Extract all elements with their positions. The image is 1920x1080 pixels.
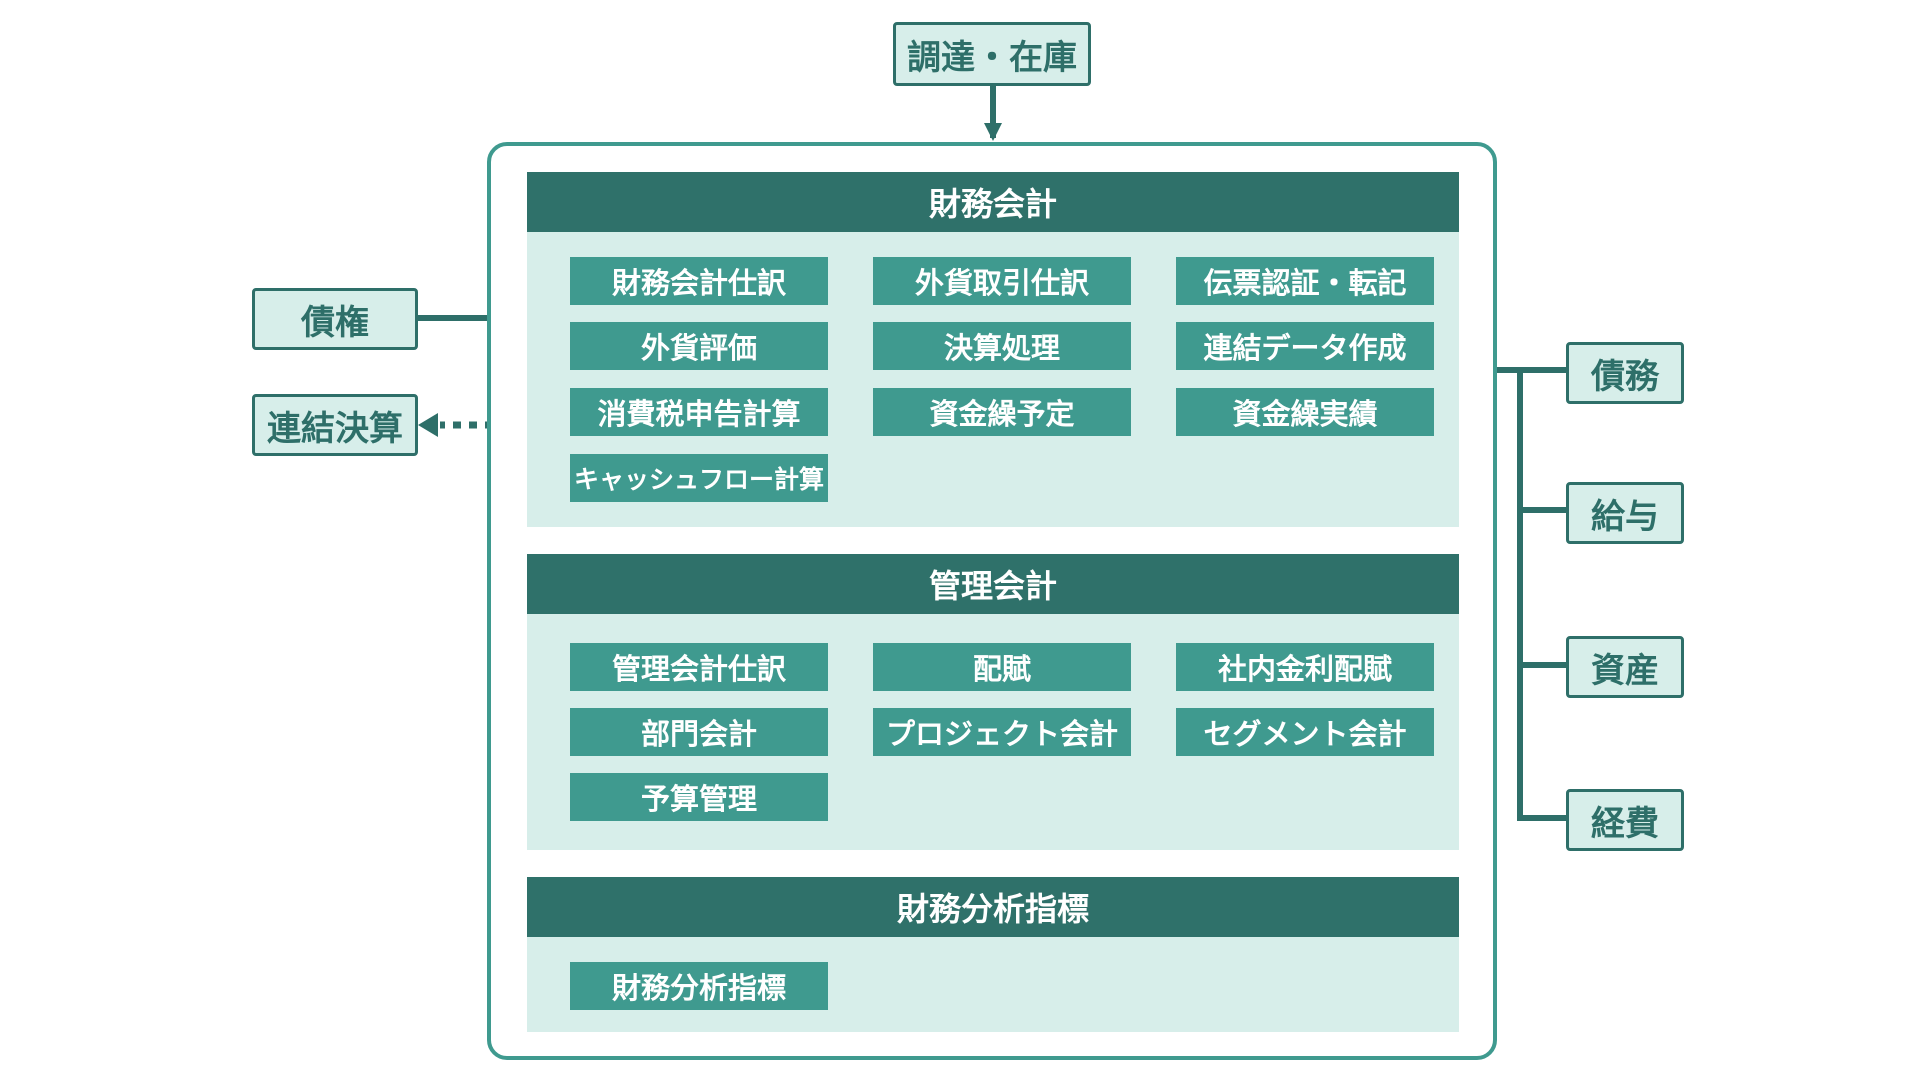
management-item: セグメント会計	[1176, 708, 1434, 756]
financial-item: 資金繰予定	[873, 388, 1131, 436]
financial-item: 消費税申告計算	[570, 388, 828, 436]
consolidation-box: 連結決算	[252, 394, 418, 456]
consolidation-arrowhead	[418, 413, 438, 437]
management-item: 部門会計	[570, 708, 828, 756]
analysis-item: 財務分析指標	[570, 962, 828, 1010]
financial-item: 外貨取引仕訳	[873, 257, 1131, 305]
financial-item: 連結データ作成	[1176, 322, 1434, 370]
receivables-box: 債権	[252, 288, 418, 350]
financial-section-title: 財務会計	[527, 172, 1459, 232]
financial-item: 決算処理	[873, 322, 1131, 370]
financial-item: 財務会計仕訳	[570, 257, 828, 305]
management-item: 管理会計仕訳	[570, 643, 828, 691]
financial-item: 資金繰実績	[1176, 388, 1434, 436]
management-item: 配賦	[873, 643, 1131, 691]
financial-item: 外貨評価	[570, 322, 828, 370]
financial-item: キャッシュフロー計算	[570, 454, 828, 502]
payables-box: 債務	[1566, 342, 1684, 404]
management-item: プロジェクト会計	[873, 708, 1131, 756]
analysis-section-title: 財務分析指標	[527, 877, 1459, 937]
procurement-box: 調達・在庫	[893, 22, 1091, 86]
assets-box: 資産	[1566, 636, 1684, 698]
payroll-box: 給与	[1566, 482, 1684, 544]
expenses-box: 経費	[1566, 789, 1684, 851]
management-item: 社内金利配賦	[1176, 643, 1434, 691]
management-section-title: 管理会計	[527, 554, 1459, 614]
management-item: 予算管理	[570, 773, 828, 821]
financial-item: 伝票認証・転記	[1176, 257, 1434, 305]
